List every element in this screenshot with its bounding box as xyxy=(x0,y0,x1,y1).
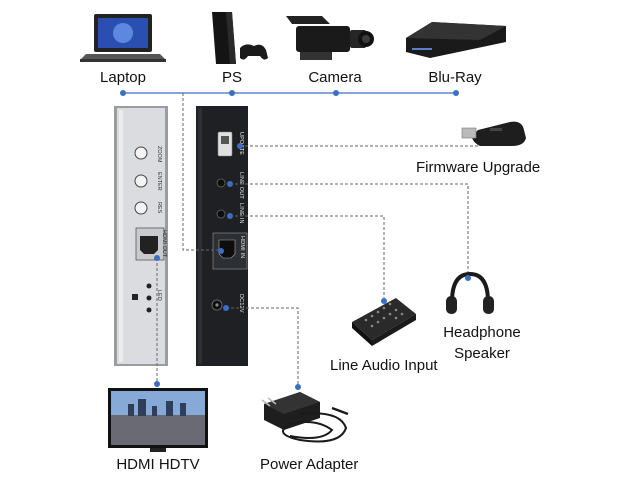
line-out-connection xyxy=(230,183,469,276)
enter-button-label: ENTER xyxy=(156,172,162,191)
laptop-label: Laptop xyxy=(100,69,146,86)
hdmi-in-connection xyxy=(182,93,221,251)
firmware-label: Firmware Upgrade xyxy=(416,159,540,176)
line-in-connection xyxy=(230,215,385,298)
bluray-player-icon xyxy=(406,22,506,58)
camera-label: Camera xyxy=(308,69,362,86)
audio-mixer-icon xyxy=(352,298,416,346)
hdtv-icon xyxy=(108,388,208,452)
line-in-jack[interactable] xyxy=(216,209,226,219)
res-button[interactable] xyxy=(134,201,148,215)
source-bus-line xyxy=(120,90,459,96)
dc12v-label: DC12V xyxy=(238,294,244,313)
hdmi-in-port[interactable] xyxy=(218,239,236,259)
usb-dongle-icon xyxy=(461,121,526,146)
laptop-icon xyxy=(80,14,166,62)
led-label: LED xyxy=(156,290,162,301)
hdmi-in-label: HDMI IN xyxy=(239,236,245,258)
speaker-label: Speaker xyxy=(454,345,510,362)
rear-panel: UPDATE LINE OUT LINE IN HDMI IN DC12V xyxy=(196,106,248,366)
ps-label: PS xyxy=(222,69,242,86)
led-indicator xyxy=(146,283,152,289)
bluray-label: Blu-Ray xyxy=(428,69,482,86)
zoom-button-label: ZOOM xyxy=(156,146,162,163)
power-label: Power Adapter xyxy=(260,456,358,473)
power-adapter-icon xyxy=(261,392,349,443)
enter-button[interactable] xyxy=(134,174,148,188)
zoom-button[interactable] xyxy=(134,146,148,160)
front-panel: ZOOM ENTER RES HDMI OUT LED xyxy=(114,106,168,366)
headphone-icon xyxy=(446,271,494,314)
hdmi-out-label: HDMI OUT xyxy=(161,230,167,258)
camera-icon xyxy=(286,16,374,60)
line-audio-label: Line Audio Input xyxy=(330,357,438,374)
update-connection xyxy=(240,140,479,147)
power-connection xyxy=(226,307,299,386)
res-button-label: RES xyxy=(156,202,162,214)
line-out-label: LINE OUT xyxy=(238,172,244,199)
headphone-label: Headphone xyxy=(443,324,521,341)
playstation-icon xyxy=(212,12,268,64)
line-out-jack[interactable] xyxy=(216,178,226,188)
hdtv-label: HDMI HDTV xyxy=(116,456,199,473)
line-in-label: LINE IN xyxy=(238,203,244,224)
hdmi-out-port[interactable] xyxy=(140,236,158,254)
